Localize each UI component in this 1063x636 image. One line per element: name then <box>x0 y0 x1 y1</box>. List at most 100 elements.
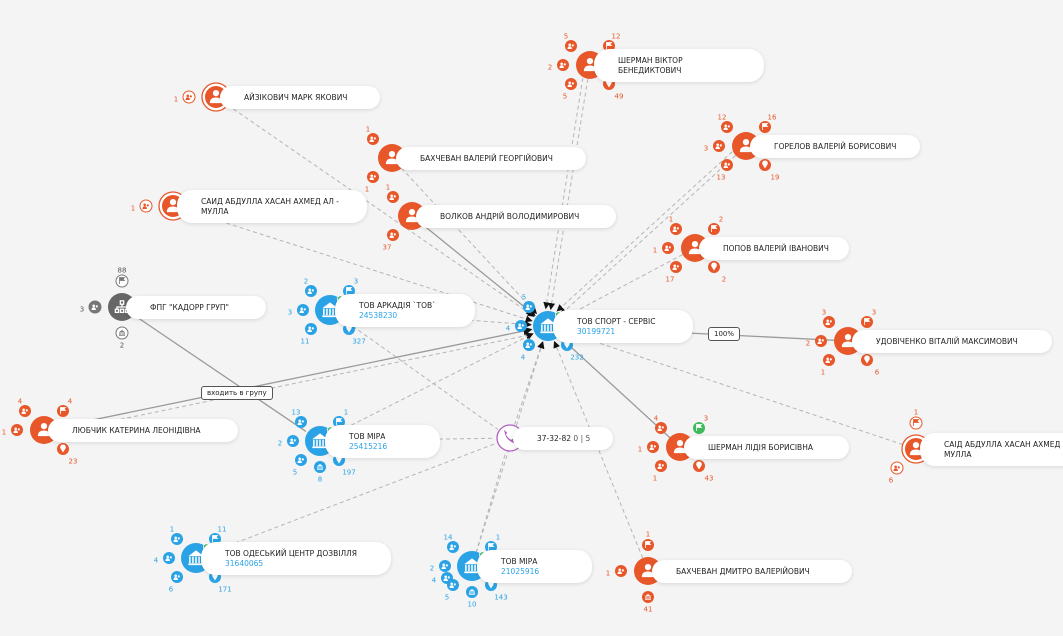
node-name: АЙЗІКОВИЧ МАРК ЯКОВИЧ <box>244 92 348 102</box>
person-group-icon[interactable] <box>447 579 459 591</box>
person-group-icon[interactable] <box>367 133 379 145</box>
person-group-icon[interactable] <box>823 316 835 328</box>
person-group-icon[interactable] <box>439 560 451 572</box>
person-group-icon[interactable] <box>19 405 31 417</box>
person-group-icon[interactable] <box>295 416 307 428</box>
person-group-icon[interactable] <box>565 78 577 90</box>
location-pin-icon[interactable] <box>759 159 771 171</box>
node-label[interactable]: ШЕРМАН ЛІДІЯ БОРИСІВНА <box>684 435 849 459</box>
node-label[interactable]: ШЕРМАН ВІКТОР БЕНЕДИКТОВИЧ <box>594 48 764 82</box>
node-name: ВОЛКОВ АНДРІЙ ВОЛОДИМИРОВИЧ <box>440 211 580 221</box>
person-group-icon[interactable] <box>295 454 307 466</box>
edge-mira1-sport[interactable] <box>319 333 534 442</box>
person-group-icon[interactable] <box>515 320 527 332</box>
edge-popov-sport[interactable] <box>562 247 696 319</box>
node-label[interactable]: УДОВІЧЕНКО ВІТАЛІЙ МАКСИМОВИЧ <box>852 329 1052 353</box>
flag-icon[interactable] <box>759 121 771 133</box>
person-group-icon[interactable] <box>387 191 399 203</box>
location-pin-icon[interactable] <box>708 261 720 273</box>
person-group-icon[interactable] <box>670 261 682 273</box>
person-group-icon[interactable] <box>662 242 674 254</box>
location-pin-icon[interactable] <box>693 460 705 472</box>
person-group-icon[interactable] <box>387 229 399 241</box>
flag-icon[interactable] <box>642 539 654 551</box>
person-group-icon[interactable] <box>557 59 569 71</box>
person-group-icon[interactable] <box>655 422 667 434</box>
person-group-icon[interactable] <box>367 171 379 183</box>
edge-volkov-sport[interactable] <box>411 215 536 317</box>
flag-icon[interactable] <box>115 274 129 288</box>
bank-icon[interactable] <box>314 461 326 473</box>
person-group-icon[interactable] <box>647 441 659 453</box>
node-label[interactable]: ПОПОВ ВАЛЕРІЙ ІВАНОВИЧ <box>699 236 849 260</box>
node-label[interactable]: 37-32-82 0 | 5 <box>513 426 613 450</box>
flag-icon[interactable] <box>57 405 69 417</box>
count-label: 37 <box>383 244 392 252</box>
edge-bakhchevan_d-sport[interactable] <box>553 340 649 572</box>
flag-icon[interactable] <box>708 223 720 235</box>
person-group-icon[interactable] <box>523 301 535 313</box>
edge-shermanv-sport[interactable] <box>548 64 591 311</box>
location-pin-icon[interactable] <box>57 443 69 455</box>
edge-phone-sport[interactable] <box>509 341 544 439</box>
node-label[interactable]: ТОВ АРКАДІЯ `ТОВ`24538230 <box>335 293 475 327</box>
person-group-icon[interactable] <box>721 159 733 171</box>
person-group-icon[interactable] <box>305 323 317 335</box>
person-group-icon[interactable] <box>287 435 299 447</box>
node-label[interactable]: ВОЛКОВ АНДРІЙ ВОЛОДИМИРОВИЧ <box>416 204 616 228</box>
person-group-icon[interactable] <box>815 335 827 347</box>
node-label[interactable]: ФПГ "Кадорр Груп" <box>126 295 266 319</box>
edge-lyubchik-sport[interactable] <box>44 332 534 436</box>
edge-mira2-sport[interactable] <box>471 341 545 567</box>
node-label[interactable]: ГОРЕЛОВ ВАЛЕРІЙ БОРИСОВИЧ <box>750 134 920 158</box>
person-group-icon[interactable] <box>565 40 577 52</box>
person-group-icon[interactable] <box>182 90 196 104</box>
node-label[interactable]: БАХЧЕВАН ВАЛЕРІЙ ГЕОРГІЙОВИЧ <box>396 146 586 170</box>
person-group-icon[interactable] <box>721 121 733 133</box>
flag-icon[interactable] <box>693 422 705 434</box>
person-group-icon[interactable] <box>615 565 627 577</box>
edge-said2-sport[interactable] <box>563 330 917 450</box>
node-label[interactable]: БАХЧЕВАН ДМИТРО ВАЛЕРІЙОВИЧ <box>652 559 852 583</box>
node-label[interactable]: АЙЗІКОВИЧ МАРК ЯКОВИЧ <box>220 85 380 109</box>
edge-mira2-phone[interactable] <box>471 452 507 567</box>
edge-shermanv-sport[interactable] <box>543 64 586 310</box>
person-group-icon[interactable] <box>713 140 725 152</box>
count-label: 49 <box>615 93 624 101</box>
node-label[interactable]: ЛЮБЧИК КАТЕРИНА ЛЕОНІДІВНА <box>48 418 238 442</box>
edge-arkadiya-phone[interactable] <box>329 309 499 430</box>
location-pin-icon[interactable] <box>861 354 873 366</box>
person-group-icon[interactable] <box>163 552 175 564</box>
node-label[interactable]: САИД АБДУЛЛА ХАСАН АХМЕД АЛ - МУЛЛА <box>177 189 367 223</box>
edge-lyubchik-sport[interactable] <box>43 326 533 431</box>
person-group-icon[interactable] <box>139 199 153 213</box>
bank-icon[interactable] <box>642 591 654 603</box>
edge-ayzikovich-sport[interactable] <box>215 96 535 317</box>
person-group-icon[interactable] <box>447 541 459 553</box>
person-group-icon[interactable] <box>297 304 309 316</box>
edge-odessa-phone[interactable] <box>195 442 497 559</box>
person-group-icon[interactable] <box>171 533 183 545</box>
bank-icon[interactable] <box>466 586 478 598</box>
person-group-icon[interactable] <box>670 223 682 235</box>
node-label[interactable]: САІД АБДУЛЛА ХАСАН АХМЕД АЛ-МУЛЛА <box>920 432 1063 466</box>
flag-icon[interactable] <box>909 416 923 430</box>
person-group-icon[interactable] <box>823 354 835 366</box>
count-label: 6 <box>875 369 880 377</box>
person-group-icon[interactable] <box>11 424 23 436</box>
flag-icon[interactable] <box>861 316 873 328</box>
person-group-icon[interactable] <box>655 460 667 472</box>
person-group-icon[interactable] <box>523 339 535 351</box>
person-group-icon[interactable] <box>305 285 317 297</box>
bank-icon[interactable] <box>115 326 129 340</box>
node-name: ЛЮБЧИК КАТЕРИНА ЛЕОНІДІВНА <box>72 425 201 435</box>
person-group-icon[interactable] <box>88 300 102 314</box>
person-group-icon[interactable] <box>171 571 183 583</box>
person-group-icon[interactable] <box>890 461 904 475</box>
edge-bakhchevan_v-sport[interactable] <box>391 157 538 315</box>
edge-fpg-mira1[interactable] <box>121 306 307 433</box>
